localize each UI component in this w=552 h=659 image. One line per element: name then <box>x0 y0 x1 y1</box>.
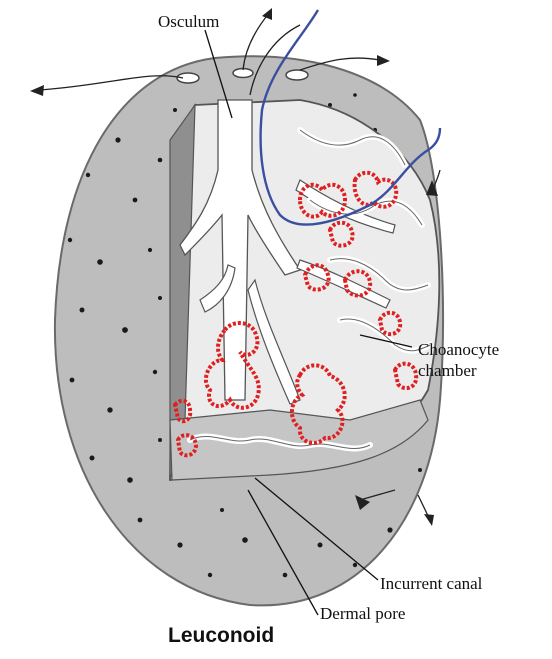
label-incurrent-canal: Incurrent canal <box>380 574 482 593</box>
label-osculum: Osculum <box>158 12 219 31</box>
label-dermal-pore: Dermal pore <box>320 604 405 623</box>
caption: Leuconoid <box>168 624 274 648</box>
label-choanocyte-chamber-line2: chamber <box>418 361 477 380</box>
label-choanocyte-chamber-line1: Choanocyte <box>418 340 499 359</box>
